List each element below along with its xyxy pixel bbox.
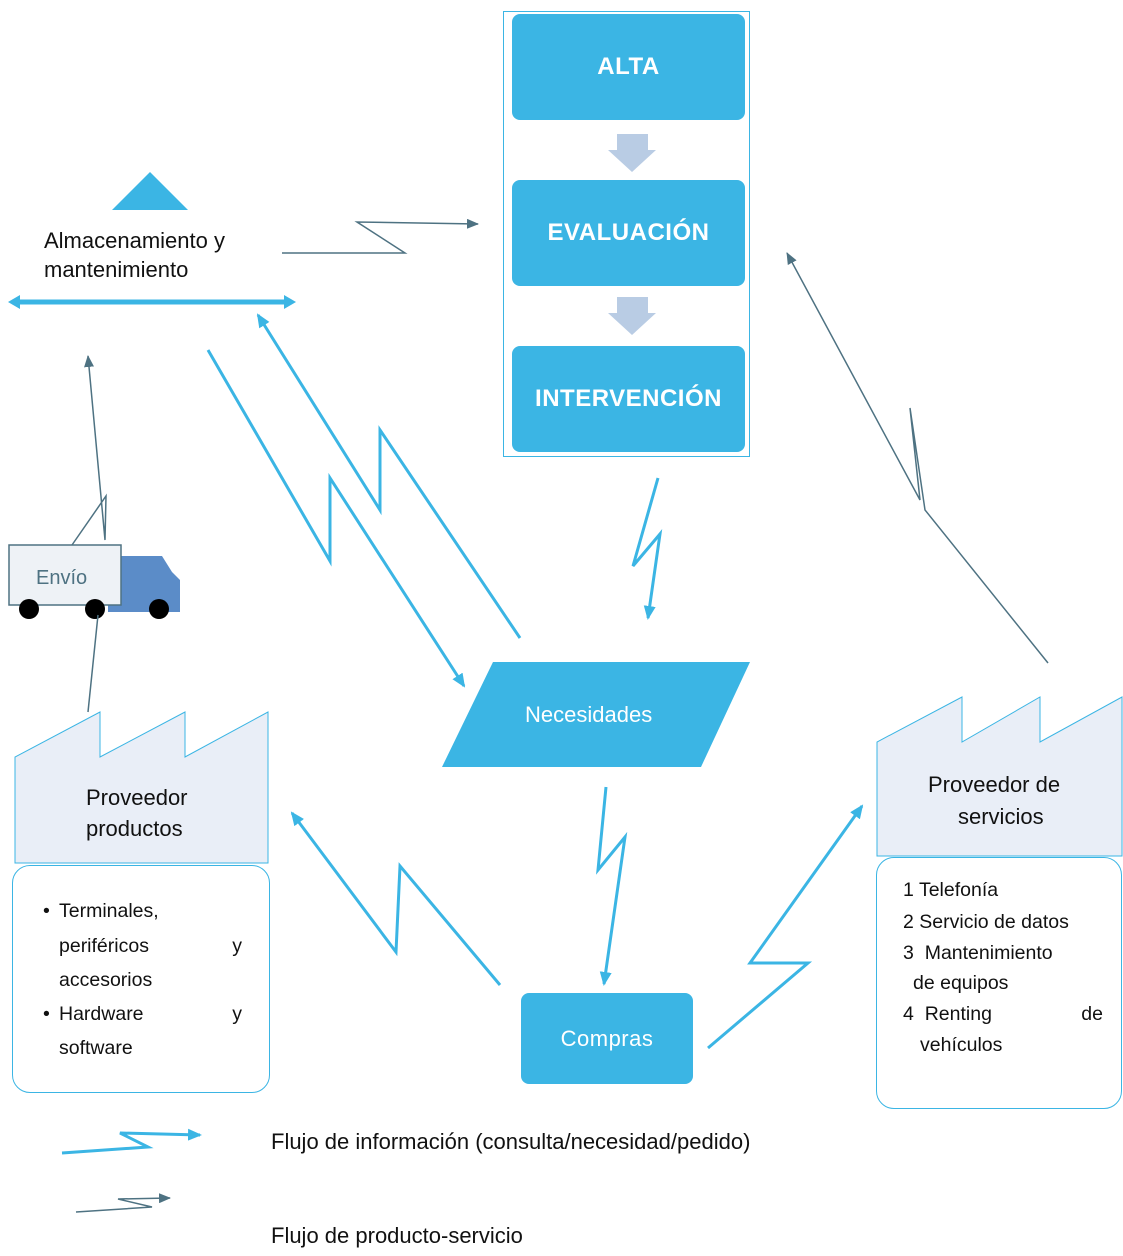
service-item-2: 2 Servicio de datos — [903, 911, 1069, 933]
storage-bar-left-tip — [8, 295, 20, 309]
legend-info-flow-label: Flujo de información (consulta/necesidad… — [271, 1129, 751, 1154]
product-item-1-line1: •Terminales, — [43, 897, 159, 925]
flow-storage-to-evaluation — [282, 218, 479, 254]
product-item-1-line3: accesorios — [59, 969, 153, 991]
flow-truck-to-storage — [71, 355, 107, 546]
product-supplier-line1: Proveedor — [86, 785, 188, 810]
info-intervention-to-needs — [631, 477, 663, 620]
stage-arrow-2 — [608, 297, 656, 335]
service-item-3-cont: de equipos — [913, 972, 1009, 994]
stage-intervencion: INTERVENCIÓN — [512, 346, 745, 452]
flow-supplier-to-truck — [87, 614, 99, 713]
product-supplier-line2: productos — [86, 816, 183, 841]
service-item-1: 1 Telefonía — [903, 879, 999, 901]
info-purchases-to-product-supplier — [290, 811, 502, 986]
truck-icon — [8, 544, 180, 619]
legend-info-flow-icon — [61, 1128, 202, 1155]
service-supplier-line1: Proveedor de — [928, 772, 1061, 797]
needs-shape — [442, 662, 750, 767]
info-needs-to-purchases — [596, 786, 628, 986]
truck-label: Envío — [36, 567, 88, 589]
storage-triangle — [112, 172, 188, 210]
service-item-4-cont: vehículos — [920, 1034, 1003, 1056]
stage-stack-frame — [503, 11, 750, 457]
purchases-node: Compras — [521, 993, 693, 1084]
stage-evaluacion: EVALUACIÓN — [512, 180, 745, 286]
storage-bar-right-tip — [284, 295, 296, 309]
stage-alta: ALTA — [512, 14, 745, 120]
product-supplier-factory — [14, 711, 269, 864]
storage-label-line1: Almacenamiento y — [44, 228, 225, 253]
bullet-icon: • — [43, 900, 50, 922]
service-supplier-factory — [876, 696, 1123, 857]
bullet-icon: • — [43, 1003, 50, 1025]
product-list-box — [12, 865, 270, 1093]
legend-product-flow-icon — [75, 1193, 171, 1213]
stage-arrow-1 — [608, 134, 656, 172]
legend-product-flow-label: Flujo de producto-servicio — [271, 1223, 523, 1248]
info-storage-to-needs — [206, 349, 466, 688]
info-purchases-to-service-supplier — [707, 804, 864, 1050]
service-list-box — [876, 857, 1122, 1109]
needs-label: Necesidades — [525, 702, 653, 727]
product-item-2-line2: software — [59, 1037, 133, 1059]
service-item-3: 3 Mantenimiento — [903, 942, 1053, 964]
storage-label-line2: mantenimiento — [44, 257, 189, 282]
service-supplier-line2: servicios — [958, 804, 1044, 829]
info-needs-to-storage — [256, 313, 522, 639]
flow-service-to-evaluation — [786, 252, 1049, 664]
